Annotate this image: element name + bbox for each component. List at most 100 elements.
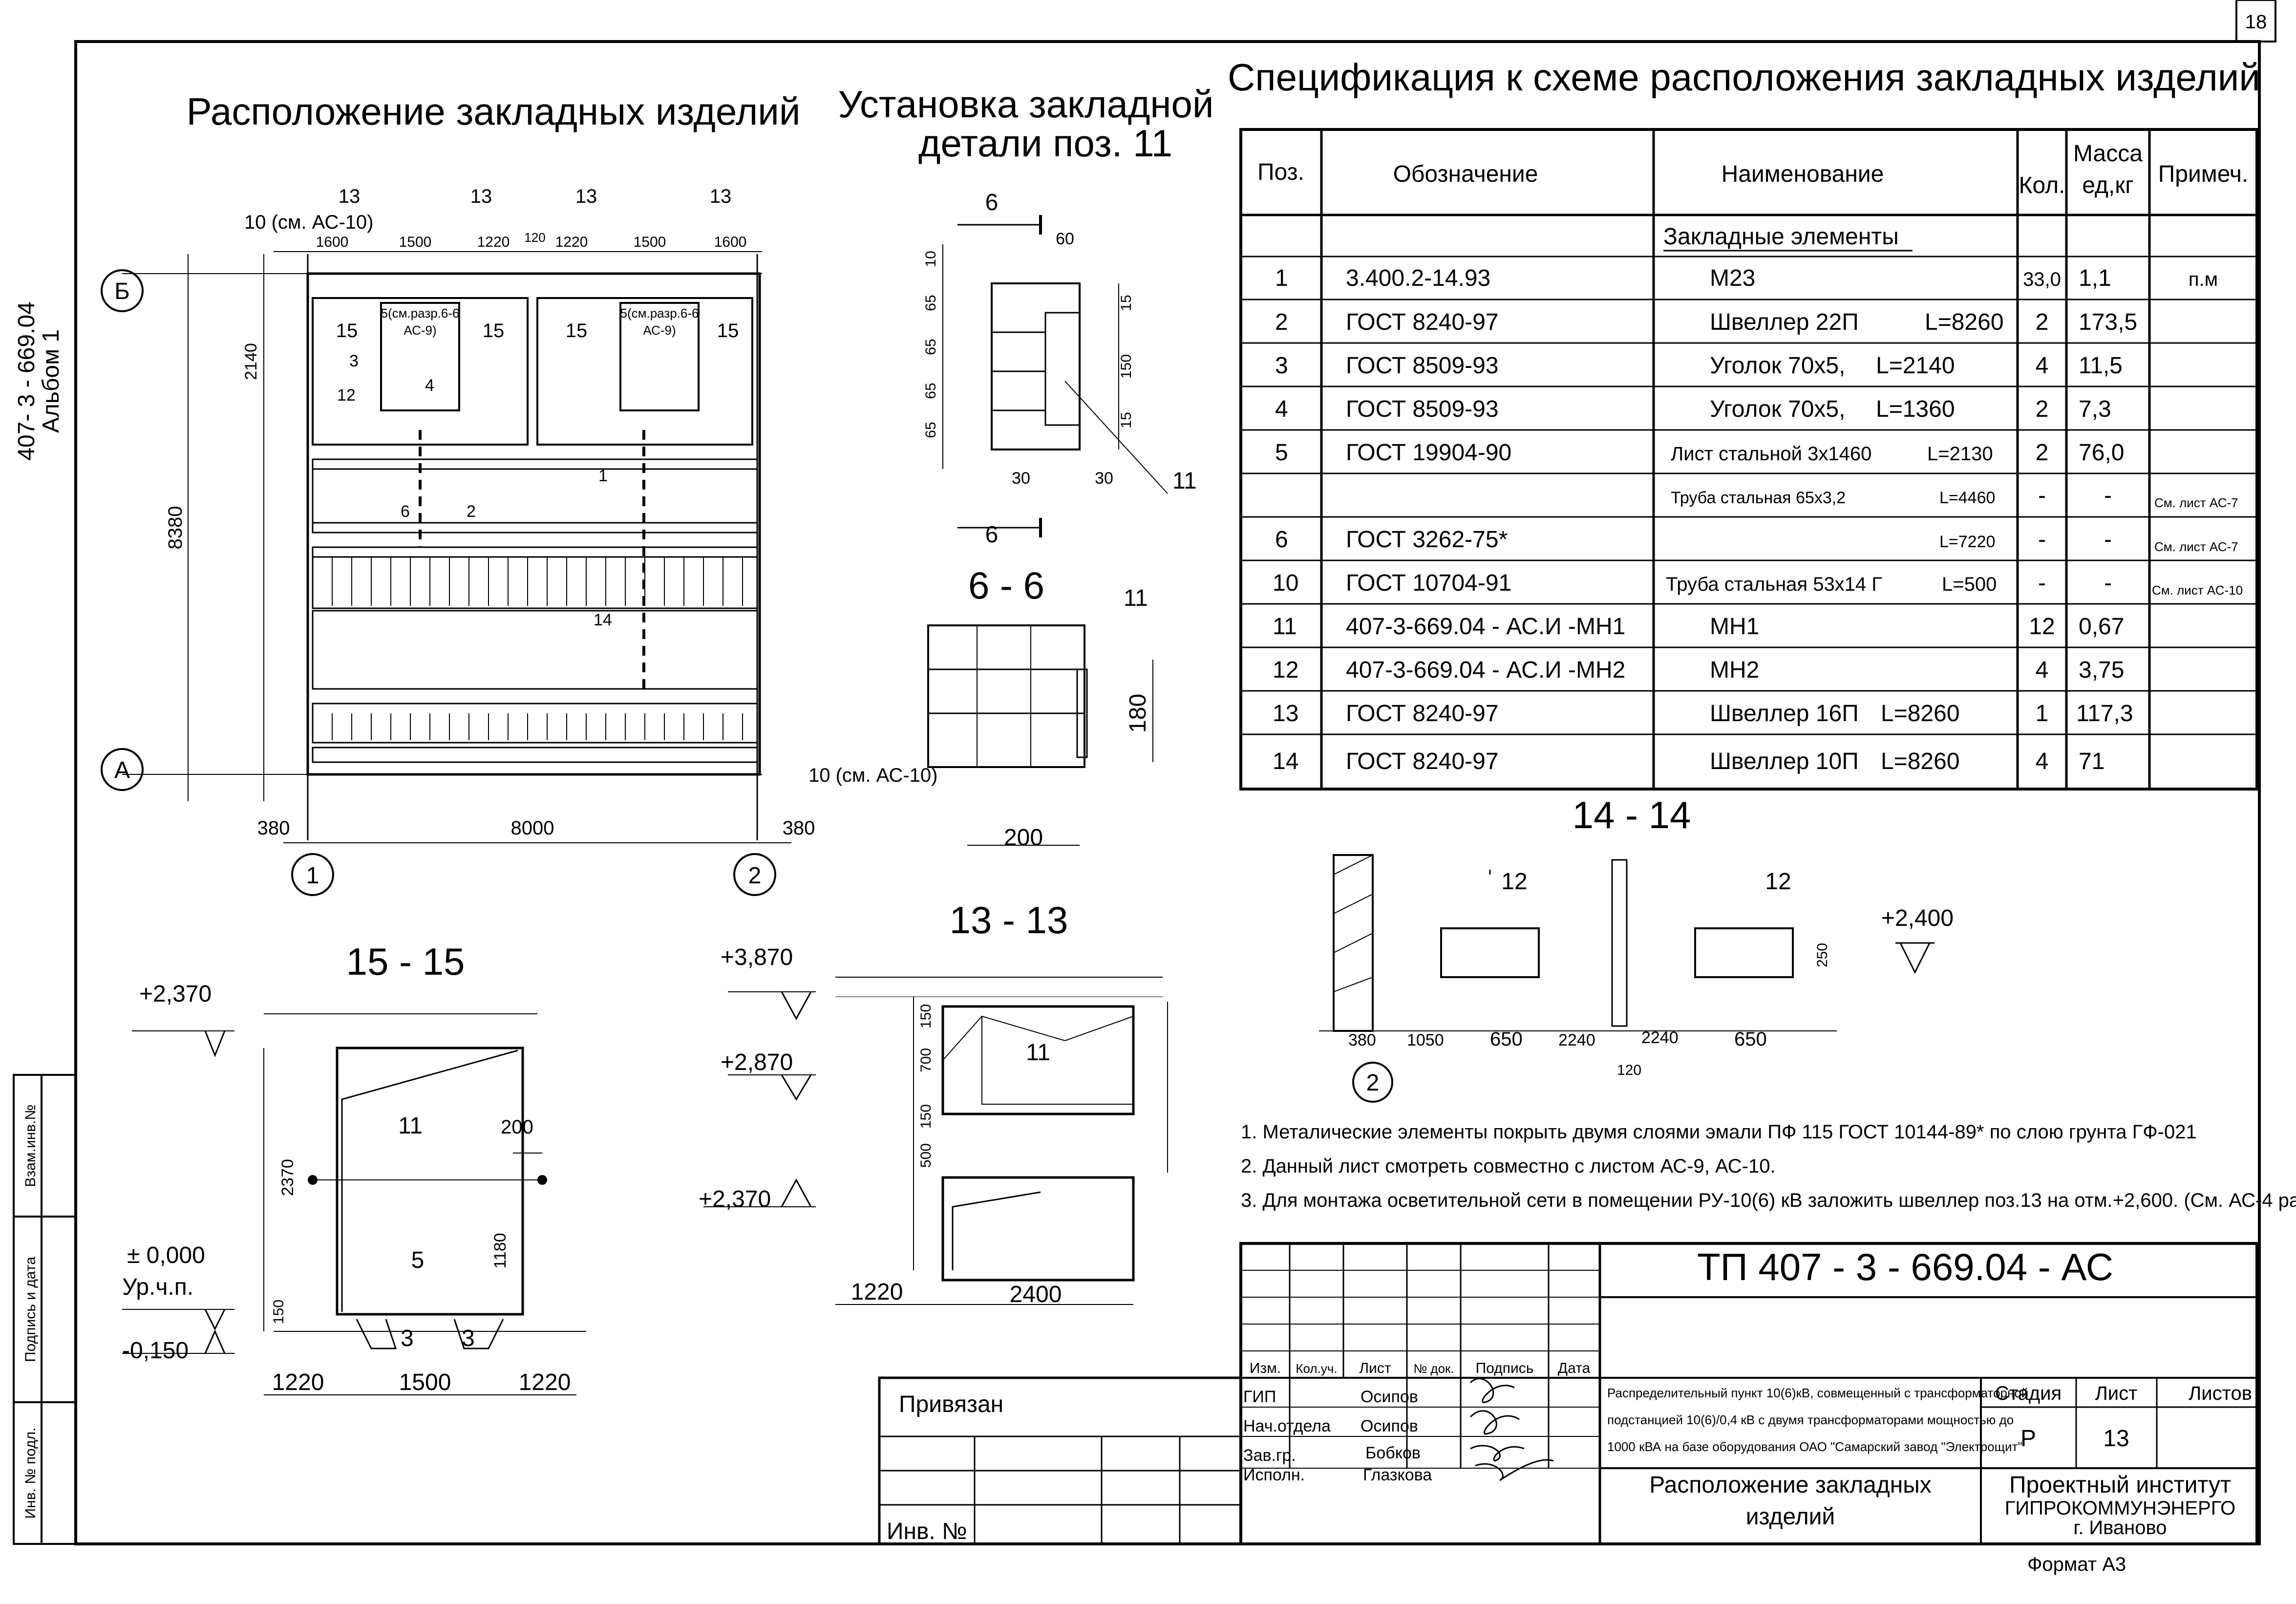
d11-sec-bottom: 6	[985, 522, 999, 548]
spec-cell-mass: 1,1	[2079, 265, 2111, 291]
plan-bottom-dim-2: 8000	[511, 817, 554, 839]
spec-cell-qty: -	[2038, 570, 2046, 596]
s1515-dim-1180: 1180	[491, 1233, 510, 1268]
tb-desc-2: подстанцией 10(6)/0,4 кВ с двумя трансфо…	[1607, 1412, 2014, 1427]
spec-cell-mass: -	[2104, 570, 2112, 596]
spec-cell-qty: 4	[2036, 657, 2049, 683]
tb-sheet-label: Лист	[2095, 1383, 2138, 1404]
detail-11-labels: 6 6 60 30 30 10 65 65 65 65 15 150 15 11	[923, 190, 1197, 548]
tb-h-list: Лист	[1359, 1360, 1391, 1376]
spec-cell-name: Труба стальная 53х14 Г	[1666, 574, 1882, 595]
spec-cell-length: L=4460	[1939, 489, 1995, 507]
d11-dim-1: 10	[923, 251, 939, 267]
spec-row: 5 ГОСТ 19904-90 Лист стальной 3х1460 L=2…	[1275, 440, 2124, 466]
spec-cell-note: п.м	[2189, 269, 2218, 290]
spec-cell-qty: 2	[2036, 396, 2049, 422]
spec-h-qty: Кол.	[2019, 172, 2065, 198]
plan-labels: Б А 1 2 10 (см. АС-10) 10 (см. АС-10) 16…	[114, 186, 937, 889]
section-6-6-labels: 6 - 6 11 180 200	[968, 564, 1151, 851]
notes: 1. Металические элементы покрыть двумя с…	[1241, 1121, 2296, 1211]
spec-cell-pos: 6	[1275, 527, 1288, 553]
spec-cell-pos: 14	[1273, 749, 1298, 774]
section-15-15-title: 15 - 15	[346, 940, 465, 983]
tb-h-podpis: Подпись	[1476, 1360, 1534, 1376]
d11-dim-4: 65	[923, 339, 939, 355]
d11-dim-8: 65	[923, 422, 939, 438]
s1313-bottom-2: 2400	[1010, 1282, 1062, 1307]
tb-sheets-label: Листов	[2189, 1383, 2252, 1404]
s1515-dim-2370: 2370	[278, 1159, 297, 1196]
spec-cell-name: МН2	[1710, 657, 1759, 683]
s1313-dim-2: 700	[918, 1048, 934, 1072]
title-block-inv: Инв. №	[887, 1518, 967, 1544]
spec-cell-pos: 10	[1273, 570, 1298, 596]
spec-cell-length: L=2140	[1876, 353, 1955, 379]
spec-cell-name: Труба стальная 65х3,2	[1671, 489, 1846, 507]
plan-drawing	[101, 251, 791, 896]
signatures	[1469, 1378, 1554, 1481]
section-6-6-pos: 11	[1124, 585, 1148, 611]
spec-cell-qty: -	[2038, 483, 2046, 509]
plan-mark-2: 2	[467, 502, 476, 521]
spec-cell-qty: -	[2038, 527, 2046, 553]
detail-11-drawing	[942, 215, 1168, 537]
s1313-dim-4: 500	[918, 1143, 934, 1168]
spec-cell-length: L=8260	[1881, 701, 1960, 727]
plan-top-dim-3: 1220	[477, 234, 510, 250]
spec-cell-pos: 2	[1275, 309, 1288, 335]
spec-cell-length: L=1360	[1876, 396, 1955, 422]
spec-cell-name: МН1	[1710, 614, 1759, 640]
spec-row: Труба стальная 65х3,2 L=4460 - - См. лис…	[1671, 483, 2238, 510]
s1515-bottom-2: 1500	[399, 1369, 451, 1395]
spec-cell-mass: 3,75	[2079, 657, 2124, 683]
spec-cell-mass: -	[2104, 527, 2112, 553]
spec-cell-pos: 13	[1273, 701, 1298, 727]
title-block-privyazan: Привязан	[899, 1391, 1003, 1417]
s1515-elev-low: -0,150	[122, 1338, 189, 1364]
tb-org-2: ГИПРОКОММУНЭНЕРГО	[2005, 1497, 2236, 1519]
spec-cell-length: L=500	[1942, 574, 1997, 595]
spec-cell-name: Швеллер 10П	[1710, 749, 1859, 774]
spec-cell-length: L=7220	[1939, 533, 1995, 551]
title-block-grid	[878, 1242, 2258, 1545]
spec-cell-designation: ГОСТ 8240-97	[1346, 749, 1499, 774]
spec-cell-mass: 7,3	[2079, 396, 2111, 422]
spec-cell-qty: 2	[2036, 309, 2049, 335]
spec-cell-mass: 71	[2079, 749, 2105, 774]
side-stamp-album: Альбом 1	[38, 329, 64, 433]
plan-sec15-d: 15	[717, 320, 739, 342]
s1414-pos-b: 12	[1765, 869, 1791, 895]
spec-cell-pos: 3	[1275, 353, 1288, 379]
spec-h-pos: Поз.	[1257, 159, 1304, 185]
plan-mark-1: 1	[598, 467, 608, 485]
spec-cell-designation: ГОСТ 8240-97	[1346, 701, 1499, 727]
spec-cell-mass: 76,0	[2079, 440, 2124, 466]
s1414-dim-below: 120	[1617, 1062, 1641, 1078]
s1313-elev-2: +2,870	[721, 1049, 793, 1075]
spec-cell-mass: -	[2104, 483, 2112, 509]
sheet-frame	[74, 40, 2261, 1545]
d11-sec-top: 6	[985, 190, 999, 215]
spec-cell-name: М23	[1710, 265, 1755, 291]
plan-box-note-b2: АС-9)	[643, 323, 676, 338]
spec-cell-designation: ГОСТ 8509-93	[1346, 396, 1499, 422]
plan-sec13-b: 13	[470, 186, 492, 207]
spec-cell-name: Уголок 70х5,	[1710, 353, 1845, 379]
spec-cell-qty: 2	[2036, 440, 2049, 466]
tb-org-3: г. Иваново	[2073, 1517, 2167, 1539]
axis-2: 2	[748, 863, 762, 889]
s1515-pos11: 11	[398, 1113, 423, 1139]
tb-role-1: ГИП	[1243, 1388, 1276, 1406]
s1515-elev-top: +2,370	[139, 981, 212, 1007]
tb-name-2: Осипов	[1361, 1417, 1418, 1435]
s1414-dim-5: 2240	[1641, 1028, 1679, 1047]
plan-top-dim-5: 1220	[555, 234, 588, 250]
plan-top-dim-4: 120	[524, 230, 545, 245]
tb-stage: Р	[2020, 1426, 2036, 1452]
spec-cell-name: Швеллер 16П	[1710, 701, 1859, 727]
spec-cell-note: См. лист АС-7	[2154, 539, 2238, 554]
spec-cell-pos: 12	[1273, 657, 1298, 683]
d11-dim-2: 65	[923, 295, 939, 311]
plan-bottom-dim-1: 380	[257, 817, 290, 839]
plan-top-dim-2: 1500	[399, 234, 432, 250]
